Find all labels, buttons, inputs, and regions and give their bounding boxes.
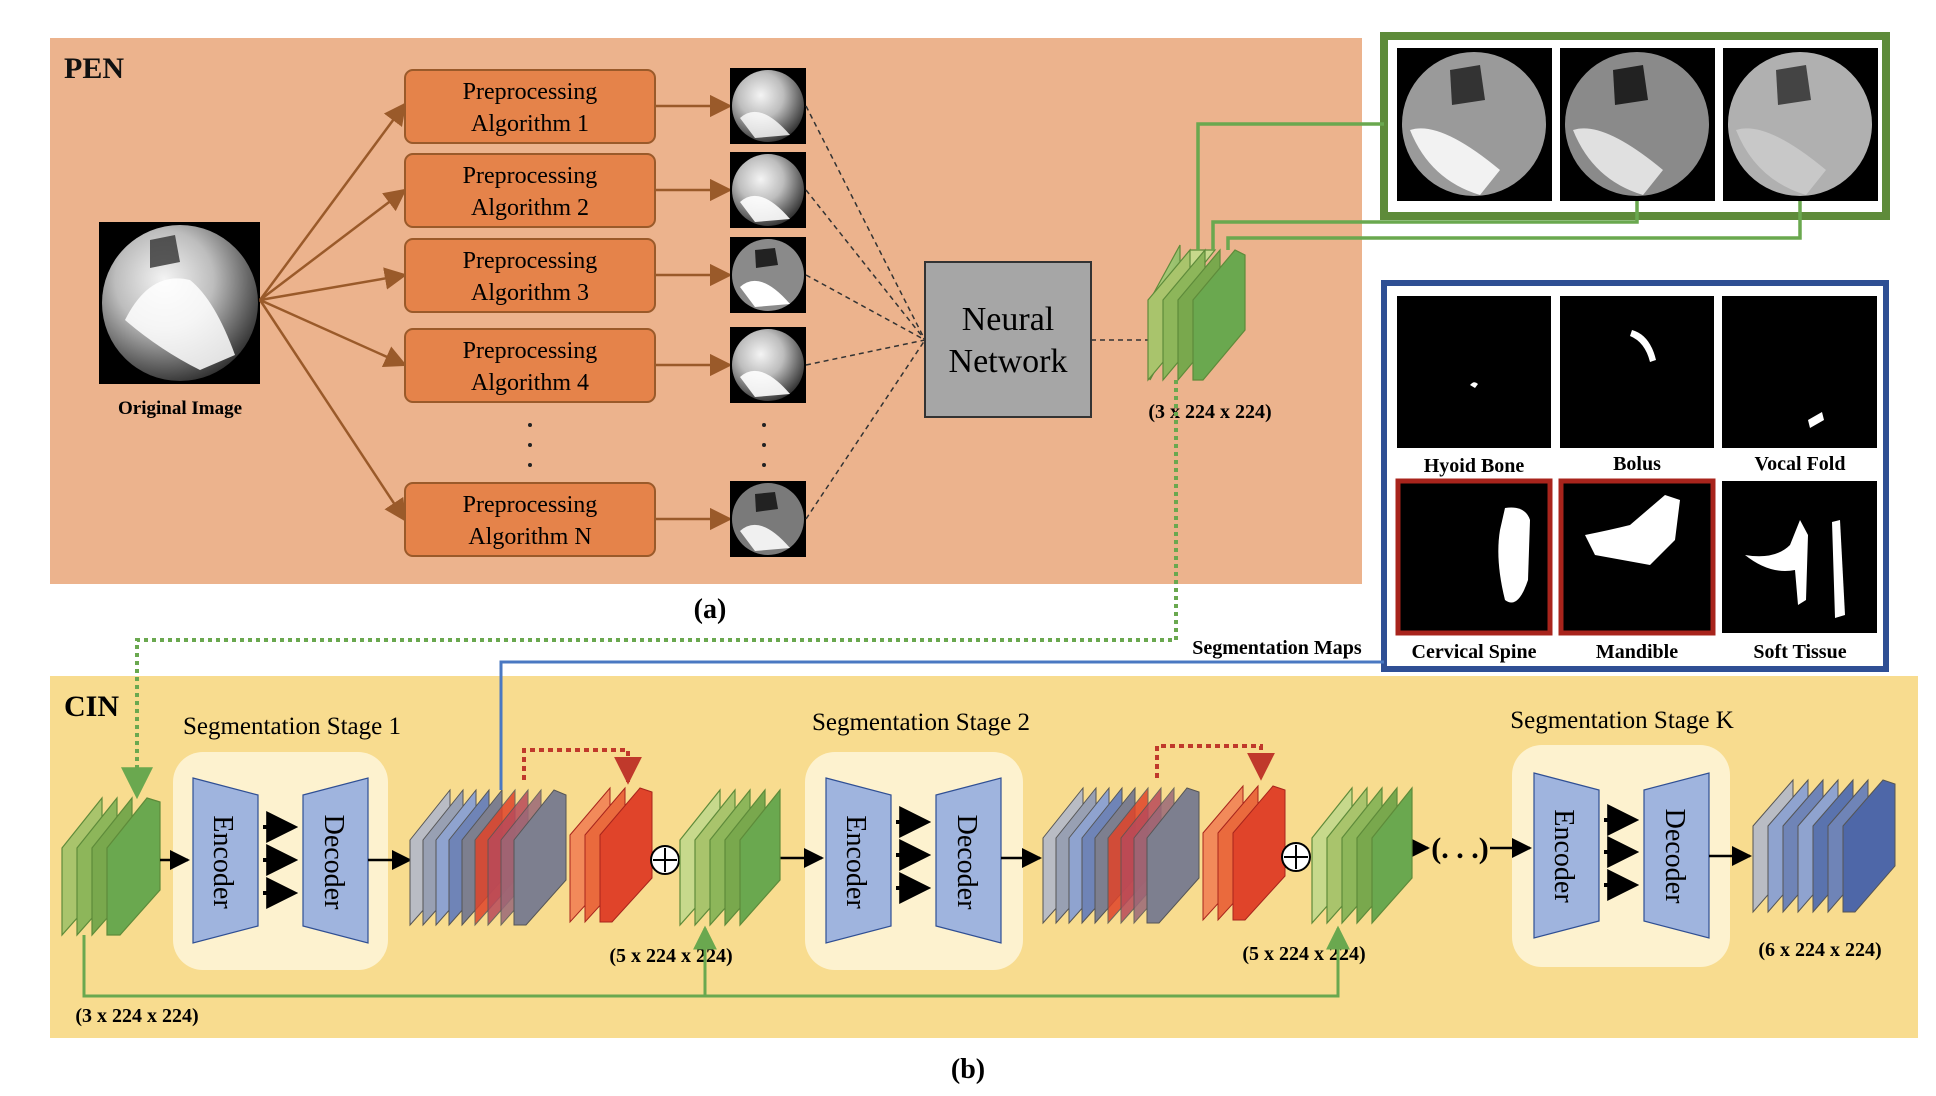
cin-caption: (b) [951, 1054, 985, 1085]
algorithm-label: Preprocessing [463, 79, 598, 105]
algorithm-output-arrows [655, 94, 733, 531]
enhanced-image-2 [1560, 48, 1715, 201]
original-image [99, 222, 260, 384]
ellipsis-dots [528, 423, 766, 467]
stage-2-select-arrow [1155, 744, 1275, 781]
decoder-label: Decoder [951, 815, 982, 911]
neural-network-box: Neural Network [924, 261, 1092, 418]
cin-input-dims: (3 x 224 x 224) [75, 1005, 198, 1027]
stage-title: Segmentation Stage 2 [812, 709, 1030, 736]
enhanced-image-3 [1723, 48, 1878, 201]
stage-title: Segmentation Stage 1 [183, 713, 401, 740]
network-input-lines [805, 105, 926, 520]
stage-1-concat-stack [679, 788, 781, 927]
cin-input-stack [61, 796, 161, 937]
encoder-label: Encoder [1548, 809, 1579, 903]
seg-map-hyoid-bone [1397, 296, 1551, 448]
preprocessed-thumbnail-1 [730, 68, 806, 144]
pen-to-cin-connector [121, 380, 1178, 800]
seg-map-bolus [1560, 296, 1714, 448]
cin-title: CIN [64, 690, 119, 723]
seg-map-label: Hyoid Bone [1424, 455, 1525, 477]
seg-map-label: Bolus [1613, 453, 1661, 475]
skip-connections [82, 925, 1350, 998]
network-label: Neural [962, 301, 1055, 338]
pen-panel: PEN Original Image Preprocessing Algorit… [50, 38, 1362, 584]
preprocessed-thumbnail-n [730, 481, 806, 557]
algorithm-box-1: Preprocessing Algorithm 1 [404, 69, 656, 144]
final-output-dims: (6 x 224 x 224) [1758, 939, 1881, 961]
algorithm-label: Algorithm N [468, 524, 591, 550]
stage-2-selected-maps [1202, 784, 1286, 922]
preprocessed-thumbnail-2 [730, 152, 806, 228]
seg-map-label: Cervical Spine [1412, 641, 1537, 663]
stage-2-concat-stack [1311, 786, 1413, 925]
seg-map-vocal-fold [1722, 296, 1877, 448]
concat-plus-icon [1281, 842, 1311, 872]
stage-1-selected-maps [569, 786, 653, 924]
algorithm-box-2: Preprocessing Algorithm 2 [404, 153, 656, 228]
stage-1-select-arrow [522, 748, 642, 785]
algorithm-label: Algorithm 3 [471, 280, 589, 306]
algorithm-label: Preprocessing [463, 163, 598, 189]
algorithm-box-3: Preprocessing Algorithm 3 [404, 238, 656, 313]
stage-1-output-stack [409, 788, 567, 927]
final-output-stack [1752, 778, 1896, 914]
pen-output-dims: (3 x 224 x 224) [1148, 401, 1271, 423]
seg-map-label: Vocal Fold [1755, 453, 1846, 475]
concat-1-dims: (5 x 224 x 224) [609, 945, 732, 967]
algorithm-label: Preprocessing [463, 338, 598, 364]
flow-arrows [160, 838, 1752, 870]
algorithm-label: Preprocessing [463, 248, 598, 274]
seg-map-cervical-spine [1395, 478, 1553, 636]
algorithm-label: Algorithm 2 [471, 195, 589, 221]
enhanced-images-panel [1380, 32, 1890, 220]
segmentation-stage-2: Encoder Decoder [805, 752, 1023, 970]
encoder-label: Encoder [840, 815, 871, 909]
decoder-label: Decoder [318, 815, 349, 911]
pen-title: PEN [64, 52, 124, 85]
encoder-label: Encoder [207, 815, 238, 909]
preprocessed-thumbnail-4 [730, 327, 806, 403]
seg-map-label: Mandible [1596, 641, 1678, 663]
seg-map-soft-tissue [1722, 481, 1877, 633]
stage-2-output-stack [1042, 786, 1200, 925]
pen-caption: (a) [694, 594, 727, 625]
algorithm-box-4: Preprocessing Algorithm 4 [404, 328, 656, 403]
concat-2-dims: (5 x 224 x 224) [1242, 943, 1365, 965]
enhanced-connectors [1196, 122, 1802, 250]
cin-panel: CIN (3 x 224 x 224) Encoder Decoder Segm… [50, 660, 1918, 1038]
seg-map-mandible [1558, 478, 1716, 636]
network-label: Network [949, 343, 1068, 380]
segmentation-stage-k: Encoder Decoder [1512, 745, 1730, 967]
enhanced-image-1 [1397, 48, 1552, 201]
distribution-arrows [258, 102, 408, 522]
stage-title: Segmentation Stage K [1510, 707, 1734, 734]
segmentation-maps-label: Segmentation Maps [1192, 637, 1362, 659]
algorithm-label: Preprocessing [463, 492, 598, 518]
stage-ellipsis: (. . .) [1431, 832, 1488, 865]
algorithm-label: Algorithm 4 [471, 370, 589, 396]
pen-output-stack [1147, 244, 1246, 382]
seg-map-label: Soft Tissue [1753, 641, 1846, 663]
segmentation-maps-panel: Hyoid Bone Bolus Vocal Fold Cervical Spi… [1381, 280, 1889, 672]
concat-plus-icon [650, 845, 680, 875]
preprocessed-thumbnail-3 [730, 237, 806, 313]
seg-maps-link-line [499, 660, 1384, 790]
decoder-label: Decoder [1659, 809, 1690, 905]
algorithm-box-n: Preprocessing Algorithm N [404, 482, 656, 557]
algorithm-label: Algorithm 1 [471, 111, 589, 137]
segmentation-stage-1: Encoder Decoder [173, 752, 388, 970]
original-image-label: Original Image [118, 398, 242, 419]
